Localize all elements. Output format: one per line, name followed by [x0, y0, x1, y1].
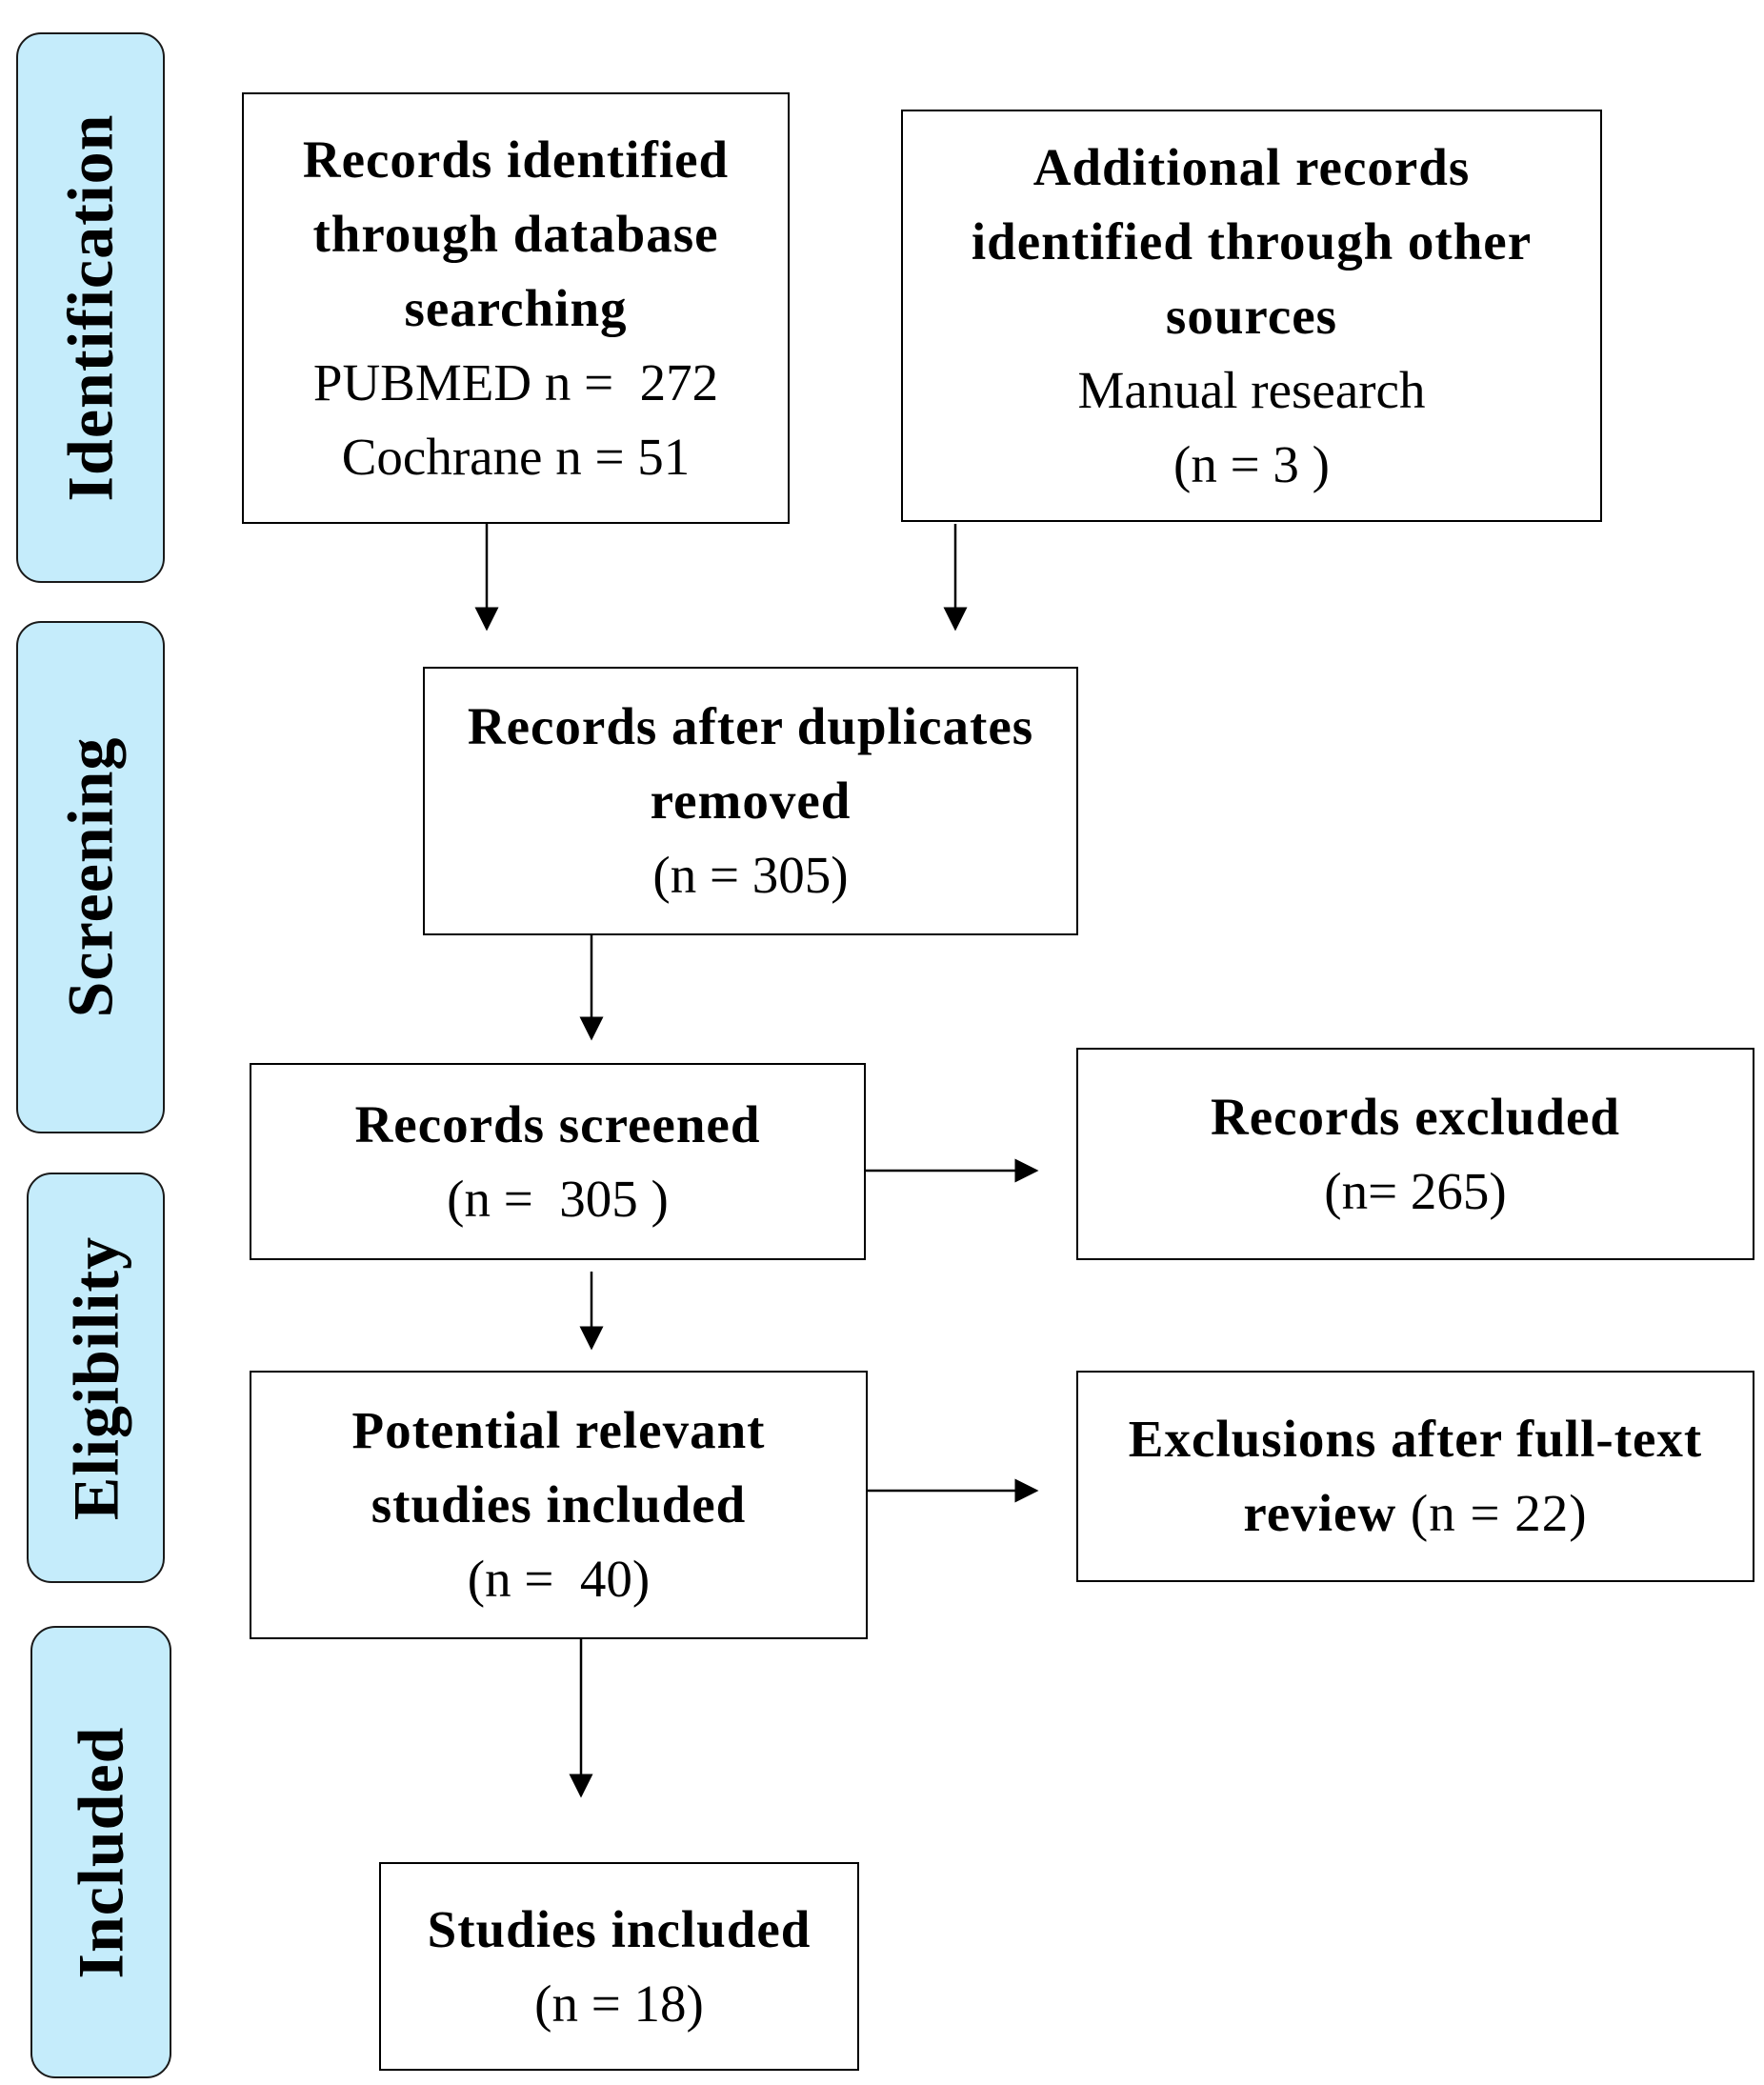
potential-relevant-title: Potential relevant studies included — [351, 1401, 766, 1534]
duplicates-removed-title: Records after duplicates removed — [467, 697, 1034, 830]
phase-identification: Identification — [16, 32, 165, 583]
other-sources-manual: Manual research — [1077, 360, 1426, 419]
other-sources-box: Additional records identified through ot… — [901, 110, 1602, 522]
potential-relevant-box: Potential relevant studies included (n =… — [250, 1371, 868, 1639]
studies-included-box: Studies included (n = 18) — [379, 1862, 859, 2071]
phase-included: Included — [30, 1626, 171, 2078]
database-search-box: Records identified through database sear… — [242, 92, 790, 524]
database-search-cochrane: Cochrane n = 51 — [341, 427, 691, 486]
records-screened-title: Records screened — [354, 1094, 761, 1153]
potential-relevant-count: (n = 40) — [467, 1550, 651, 1608]
fulltext-exclusions-count: (n = 22) — [1410, 1484, 1588, 1542]
database-search-title: Records identified through database sear… — [302, 130, 730, 337]
records-excluded-title: Records excluded — [1211, 1087, 1620, 1146]
records-excluded-box: Records excluded (n= 265) — [1076, 1048, 1754, 1260]
database-search-pubmed: PUBMED n = 272 — [312, 352, 719, 411]
duplicates-removed-box: Records after duplicates removed (n = 30… — [423, 667, 1078, 935]
records-excluded-count: (n= 265) — [1324, 1161, 1507, 1220]
duplicates-removed-count: (n = 305) — [652, 846, 849, 904]
other-sources-count: (n = 3 ) — [1173, 434, 1330, 493]
fulltext-exclusions-label: Exclusions after full-text review — [1128, 1410, 1703, 1542]
records-screened-count: (n = 305 ) — [447, 1169, 669, 1228]
studies-included-count: (n = 18) — [534, 1974, 704, 2033]
phase-eligibility: Eligibility — [27, 1173, 165, 1583]
phase-screening: Screening — [16, 621, 165, 1133]
fulltext-exclusions-title: Exclusions after full-text review (n = 2… — [1101, 1402, 1730, 1551]
fulltext-exclusions-box: Exclusions after full-text review (n = 2… — [1076, 1371, 1754, 1582]
records-screened-box: Records screened (n = 305 ) — [250, 1063, 866, 1260]
studies-included-title: Studies included — [427, 1899, 812, 1958]
other-sources-title: Additional records identified through ot… — [971, 137, 1533, 345]
